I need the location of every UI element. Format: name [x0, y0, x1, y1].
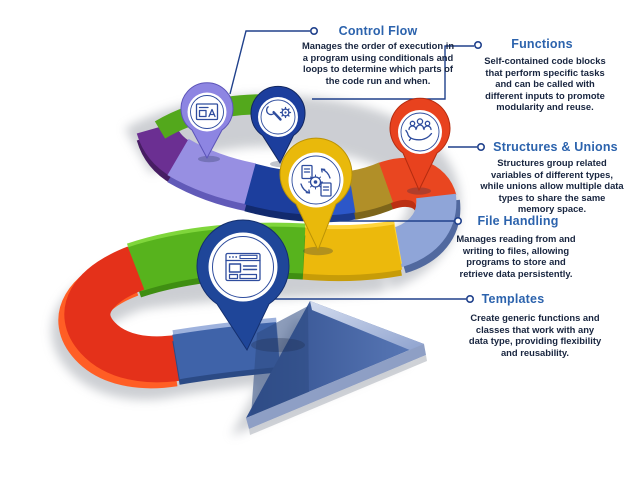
- item-desc-control-flow: Manages the order of execution in a prog…: [301, 40, 455, 86]
- road-arrow: [246, 301, 427, 435]
- segment-red-orange-turn: [64, 246, 184, 383]
- segment-yellow: [299, 224, 403, 276]
- connector-functions: [312, 45, 474, 100]
- connector-bullet-structures: [476, 143, 485, 152]
- segment-lavender: [167, 138, 257, 205]
- connector-control-flow: [229, 30, 310, 95]
- item-desc-templates: Create generic functions and classes tha…: [468, 312, 602, 358]
- item-title-control-flow: Control Flow: [338, 24, 418, 38]
- connector-lines: [229, 26, 485, 226]
- segment-periwinkle-turn: [389, 193, 457, 268]
- map-pin-functions: [250, 85, 306, 165]
- wrench-gear-icon: [266, 106, 292, 121]
- item-title-file-handling: File Handling: [477, 214, 559, 228]
- item-title-structures-unions: Structures & Unions: [493, 140, 618, 154]
- map-pin-templates: [196, 219, 290, 352]
- connector-bullet-functions: [473, 40, 482, 49]
- hand-team-icon: [405, 118, 433, 142]
- connector-bullet-file-handling: [453, 217, 462, 226]
- item-desc-file-handling: Manages reading from and writing to file…: [456, 233, 576, 279]
- map-pin-control-flow: [180, 82, 234, 160]
- item-desc-structures-unions: Structures group related variables of di…: [480, 157, 624, 215]
- item-title-templates: Templates: [481, 292, 545, 306]
- connector-templates: [270, 294, 474, 303]
- connector-bullet-templates: [465, 294, 474, 303]
- segment-olive: [348, 162, 397, 213]
- map-pin-file-handling: [279, 137, 353, 252]
- browser-template-icon: [225, 252, 261, 282]
- map-pin-structures-unions: [389, 97, 451, 192]
- connector-bullet-control-flow: [309, 26, 318, 35]
- item-desc-functions: Self-contained code blocks that perform …: [484, 55, 606, 113]
- item-title-functions: Functions: [511, 37, 573, 51]
- blueprint-document-icon: [195, 103, 219, 121]
- road-left-turn: [58, 246, 184, 389]
- file-sync-gear-icon: [300, 164, 332, 197]
